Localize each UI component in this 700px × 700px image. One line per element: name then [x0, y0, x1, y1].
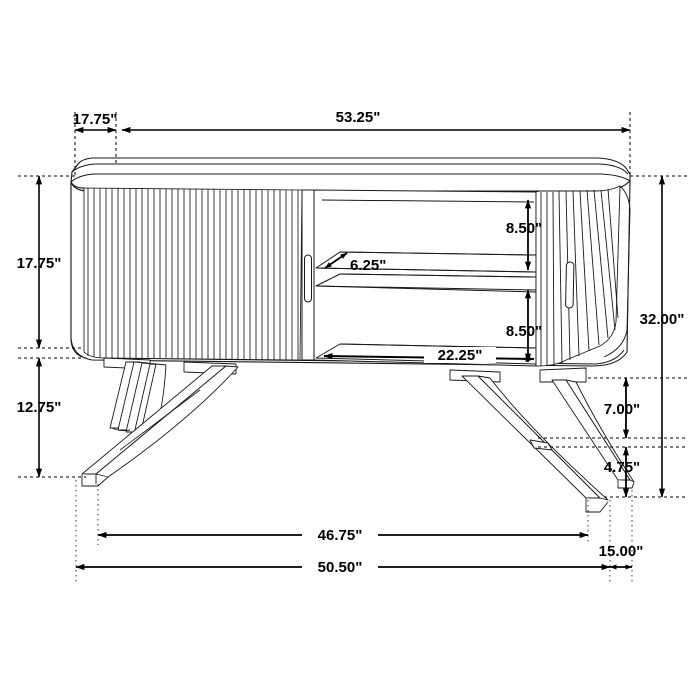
dim-leg-height: 12.75"	[17, 357, 62, 478]
right-leg-cross-point	[529, 439, 553, 451]
left-rear-leg	[109, 361, 167, 437]
dim-label-leg-upper-segment: 7.00"	[604, 401, 640, 418]
dim-top-width: 53.25"	[121, 109, 631, 134]
dim-label-foot-offset: 15.00"	[599, 543, 644, 560]
right-front-leg	[461, 375, 609, 513]
cabinet-body	[70, 157, 631, 367]
extension-lines	[18, 112, 688, 498]
dim-cabinet-height: 17.75"	[17, 175, 62, 349]
dim-label-overall-height: 32.00"	[640, 311, 685, 328]
dim-label-leg-span-inner: 46.75"	[318, 527, 363, 544]
right-rear-leg	[551, 379, 635, 489]
dim-leg-upper-segment: 7.00"	[604, 377, 640, 439]
left-leg-crossbrace	[111, 427, 131, 432]
dim-leg-span-outer: 50.50"	[75, 558, 611, 576]
dim-label-leg-height: 12.75"	[17, 399, 62, 416]
cabinet-top-surface	[70, 157, 631, 192]
dim-label-leg-span-outer: 50.50"	[318, 559, 363, 576]
dim-top-depth: 17.75"	[73, 111, 118, 134]
left-door-handle[interactable]	[304, 254, 312, 303]
dim-overall-height: 32.00"	[640, 175, 685, 498]
dim-label-top-width: 53.25"	[336, 109, 381, 126]
dim-label-top-depth: 17.75"	[73, 111, 118, 128]
dim-leg-lower-segment: 4.75"	[604, 446, 640, 498]
left-front-leg	[81, 365, 239, 487]
dim-label-shelf-gap-lower: 8.50"	[506, 323, 542, 340]
right-fluted-door[interactable]	[535, 185, 631, 367]
dim-label-cabinet-height: 17.75"	[17, 255, 62, 272]
dim-shelf-gap-upper: 8.50"	[506, 199, 542, 271]
dim-shelf-depth: 6.25"	[324, 252, 386, 274]
leg-assembly	[81, 357, 635, 513]
dim-shelf-gap-lower: 8.50"	[506, 289, 542, 363]
dim-label-opening-width: 22.25"	[438, 347, 483, 364]
lower-shelf	[315, 273, 537, 293]
dim-opening-width: 22.25"	[323, 347, 535, 364]
upper-shelf	[315, 251, 537, 273]
dim-label-shelf-gap-upper: 8.50"	[506, 220, 542, 237]
cabinet-right-base-curve	[595, 349, 625, 365]
dim-leg-span-inner: 46.75"	[97, 526, 589, 544]
right-door-handle[interactable]	[565, 261, 575, 309]
dim-label-leg-lower-segment: 4.75"	[604, 459, 640, 476]
left-fluted-door[interactable]	[83, 187, 303, 361]
dim-foot-offset: 15.00"	[599, 543, 644, 570]
dim-label-shelf-depth: 6.25"	[350, 257, 386, 274]
